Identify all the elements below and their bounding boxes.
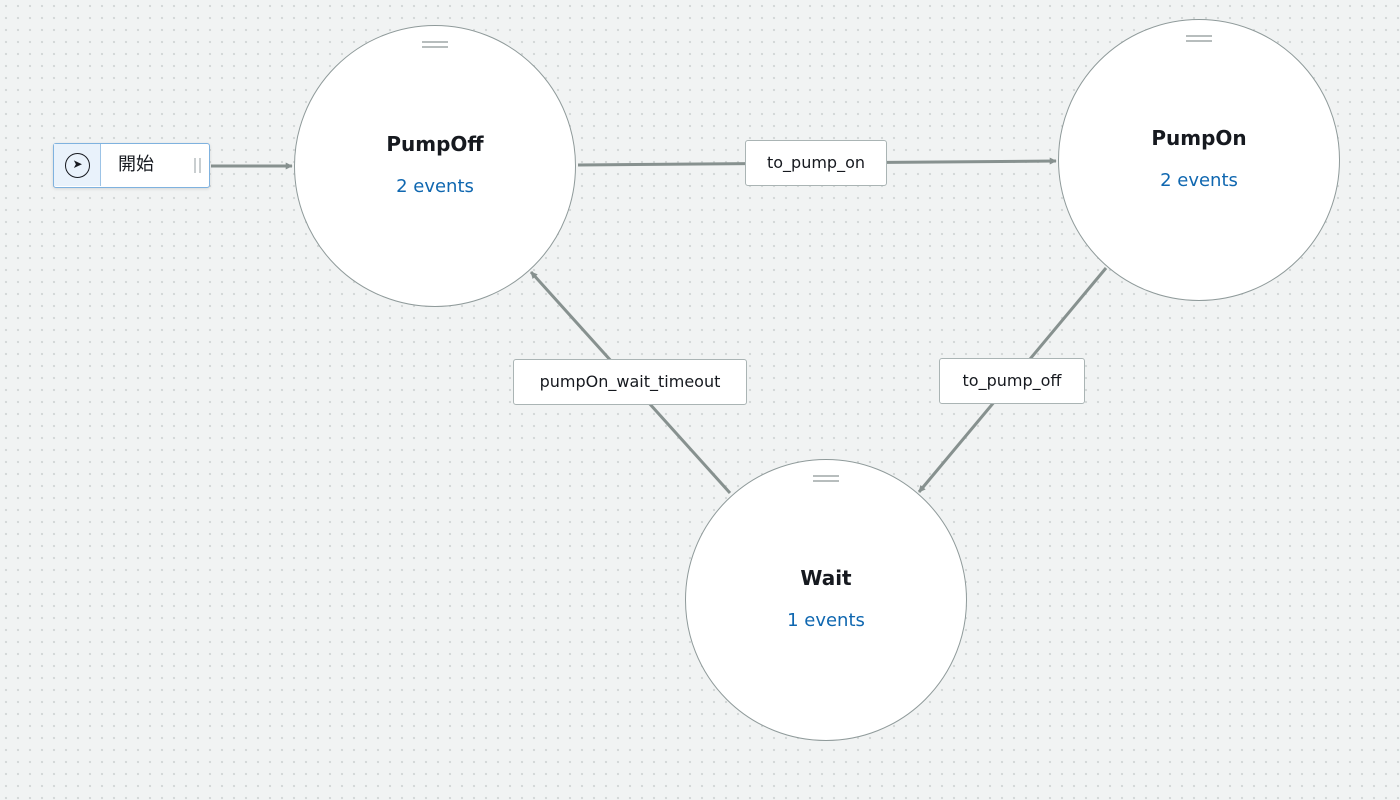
state-pumpon[interactable]: PumpOn 2 events: [1058, 19, 1340, 301]
state-name: PumpOn: [1151, 126, 1247, 150]
state-events-link[interactable]: 1 events: [787, 610, 865, 631]
transition-label-pumpon-wait-timeout[interactable]: pumpOn_wait_timeout: [513, 359, 747, 405]
state-events-link[interactable]: 2 events: [396, 176, 474, 197]
state-pumpoff[interactable]: PumpOff 2 events: [294, 25, 576, 307]
play-circle-icon: ➤: [65, 153, 90, 178]
transition-label-to-pump-off[interactable]: to_pump_off: [939, 358, 1085, 404]
start-node[interactable]: ➤ 開始: [53, 143, 210, 188]
state-name: PumpOff: [386, 132, 484, 156]
drag-handle-icon[interactable]: [813, 475, 839, 482]
start-label: 開始: [118, 154, 154, 175]
start-icon-box: ➤: [54, 144, 101, 186]
drag-handle-icon[interactable]: [194, 158, 201, 173]
state-wait[interactable]: Wait 1 events: [685, 459, 967, 741]
drag-handle-icon[interactable]: [422, 41, 448, 48]
state-events-link[interactable]: 2 events: [1160, 170, 1238, 191]
state-name: Wait: [800, 566, 852, 590]
drag-handle-icon[interactable]: [1186, 35, 1212, 42]
transition-label-to-pump-on[interactable]: to_pump_on: [745, 140, 887, 186]
